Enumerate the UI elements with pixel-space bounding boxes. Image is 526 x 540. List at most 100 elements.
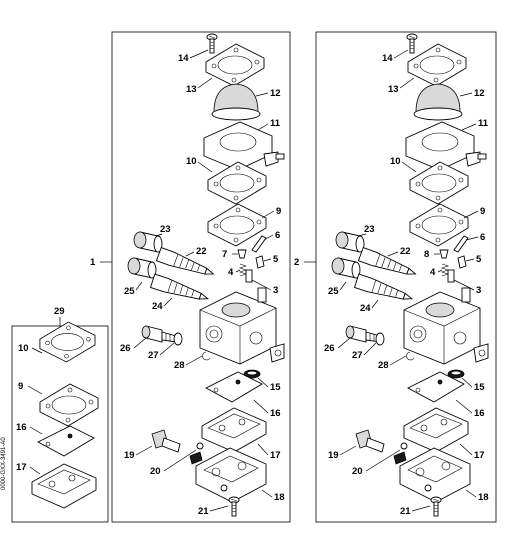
lever-6: [251, 235, 267, 253]
label-27: 27: [148, 350, 159, 361]
label-9-b: 9: [480, 206, 485, 217]
label-16: 16: [270, 408, 281, 419]
ring-27: [173, 332, 183, 346]
assembly-1-frame: [111, 31, 291, 523]
lever-6-b: [453, 235, 469, 253]
assembly-2: 2 14 13 12 11 10 9 6 5 3 8 4: [294, 31, 497, 523]
label-13-b: 13: [388, 84, 399, 95]
spring-4: [239, 263, 247, 277]
label-18: 18: [274, 492, 285, 503]
valve-3: [245, 269, 253, 283]
label-7: 7: [222, 249, 227, 260]
kit-label: 29: [54, 306, 65, 317]
screen-15: [243, 369, 261, 379]
fitting-26: [141, 325, 177, 343]
label-14: 14: [178, 53, 189, 64]
label-22-b: 22: [400, 246, 411, 257]
label-6: 6: [275, 230, 280, 241]
screw-14: [206, 33, 218, 54]
label-11-b: 11: [478, 118, 489, 129]
label-19: 19: [124, 450, 135, 461]
gasket-10-b: [409, 161, 469, 205]
document-id: 0000-GXX-3491-A0: [1, 437, 7, 490]
label-3: 3: [273, 285, 278, 296]
label-12: 12: [270, 88, 281, 99]
gasket-9: [207, 203, 267, 247]
screw-14-b: [406, 33, 418, 54]
label-25: 25: [124, 286, 135, 297]
gasket-10: [207, 161, 267, 205]
kit-gasket-10: [39, 321, 96, 363]
kit-label-10: 10: [18, 343, 29, 354]
pump-cover-11: [203, 121, 285, 171]
kit-diaphragm-16: [37, 425, 95, 457]
label-15: 15: [270, 382, 281, 393]
gasket-17: [201, 407, 267, 453]
label-21-b: 21: [400, 506, 411, 517]
label-26-b: 26: [324, 343, 335, 354]
gasket-13-b: [407, 43, 467, 87]
label-20: 20: [150, 466, 161, 477]
label-25-b: 25: [328, 286, 339, 297]
label-15-b: 15: [474, 382, 485, 393]
fitting-26-b: [345, 325, 381, 343]
label-21: 21: [198, 506, 209, 517]
label-9: 9: [276, 206, 281, 217]
label-5-b: 5: [476, 254, 482, 265]
label-16-b: 16: [474, 408, 485, 419]
kit-label-9: 9: [18, 381, 23, 392]
label-13: 13: [186, 84, 197, 95]
label-3-b: 3: [476, 285, 481, 296]
gasket-9-b: [409, 203, 469, 247]
ball-20: [196, 442, 204, 450]
spring-4-b: [441, 263, 449, 277]
label-20-b: 20: [352, 466, 363, 477]
kit-gasket-9: [39, 383, 99, 427]
clip-28-b: [406, 351, 415, 361]
label-22: 22: [196, 246, 207, 257]
sleeve-23-b: [335, 231, 365, 253]
primer-bulb-12: [211, 83, 261, 121]
primer-bulb-12-b: [413, 83, 463, 121]
kit-gasket-17: [31, 463, 97, 509]
label-4-b: 4: [430, 267, 436, 278]
adjuster-19: [151, 429, 181, 453]
sleeve-23: [133, 231, 163, 253]
plug-7: [237, 249, 247, 259]
kit-label-16: 16: [16, 422, 27, 433]
label-28-b: 28: [378, 360, 389, 371]
label-19-b: 19: [328, 450, 339, 461]
label-18-b: 18: [478, 492, 489, 503]
assembly-1-label: 1: [90, 257, 96, 268]
needle-22: [156, 247, 217, 281]
carburetor-body: [199, 287, 285, 365]
screw-21-b: [430, 496, 442, 517]
screw-21: [228, 496, 240, 517]
screen-15-b: [447, 369, 465, 379]
end-cover-18-b: [393, 447, 471, 503]
label-11: 11: [270, 118, 281, 129]
label-27-b: 27: [352, 350, 363, 361]
label-12-b: 12: [474, 88, 485, 99]
label-26: 26: [120, 343, 131, 354]
label-17: 17: [270, 450, 281, 461]
label-4: 4: [228, 267, 234, 278]
label-10-b: 10: [390, 156, 401, 167]
sleeve-25: [127, 257, 157, 279]
label-23: 23: [160, 224, 171, 235]
label-5: 5: [273, 254, 279, 265]
assembly-1: 1 14 13 12 11 10 9 6 5 3 7 4: [90, 31, 291, 523]
label-24-b: 24: [360, 303, 371, 314]
ball-20-b: [400, 442, 408, 450]
assembly-2-frame: [315, 31, 497, 523]
kit-label-17: 17: [16, 462, 27, 473]
adjuster-19-b: [355, 429, 385, 453]
sleeve-25-b: [331, 257, 361, 279]
screw-5: [255, 255, 265, 269]
end-cover-18: [189, 447, 267, 503]
ring-27-b: [375, 332, 385, 346]
label-17-b: 17: [474, 450, 485, 461]
screw-5-b: [457, 255, 467, 269]
assembly-2-label: 2: [294, 257, 299, 268]
